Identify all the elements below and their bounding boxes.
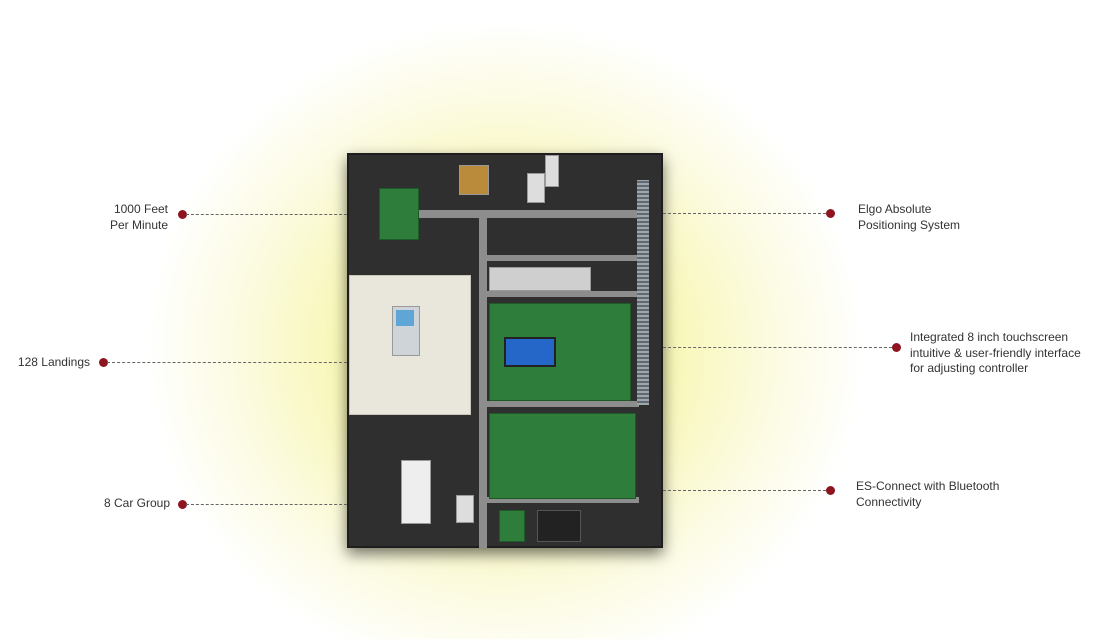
callout-dot bbox=[177, 209, 187, 219]
callout-landings: 128 Landings bbox=[18, 355, 90, 371]
touchscreen bbox=[504, 337, 556, 367]
top-rail bbox=[411, 210, 639, 218]
relay bbox=[456, 495, 474, 523]
circuit-board bbox=[499, 510, 525, 542]
callout-speed: 1000 Feet Per Minute bbox=[110, 202, 168, 233]
rail bbox=[487, 497, 639, 503]
callout-dot bbox=[177, 499, 187, 509]
callout-leader-line bbox=[186, 214, 347, 215]
terminal-strip bbox=[637, 180, 649, 405]
io-board bbox=[489, 413, 636, 499]
elevator-controller-cabinet-image bbox=[347, 153, 663, 548]
callout-car-group: 8 Car Group bbox=[104, 496, 170, 512]
rail bbox=[487, 255, 639, 261]
power-supply bbox=[527, 173, 545, 203]
transformer bbox=[459, 165, 489, 195]
rail bbox=[487, 401, 639, 407]
callout-text: Connectivity bbox=[856, 494, 922, 509]
terminal-block bbox=[537, 510, 581, 542]
power-supply bbox=[545, 155, 559, 187]
callout-leader-line bbox=[186, 504, 347, 505]
callout-leader-line bbox=[663, 490, 826, 491]
callout-text: Positioning System bbox=[858, 217, 961, 232]
callout-dot bbox=[825, 485, 835, 495]
callout-leader-line bbox=[107, 362, 347, 363]
callout-text: Integrated 8 inch touchscreen bbox=[910, 330, 1069, 344]
callout-dot bbox=[98, 357, 108, 367]
circuit-board bbox=[379, 188, 419, 240]
callout-dot bbox=[891, 342, 901, 352]
callout-leader-line bbox=[663, 213, 826, 214]
callout-text: intuitive & user-friendly interface bbox=[910, 345, 1081, 360]
fuse-block bbox=[489, 267, 591, 291]
callout-leader-line bbox=[663, 347, 892, 348]
callout-text: 1000 Feet bbox=[113, 202, 168, 216]
callout-touchscreen: Integrated 8 inch touchscreen intuitive … bbox=[910, 330, 1081, 377]
callout-positioning: Elgo Absolute Positioning System bbox=[858, 202, 960, 233]
callout-text: 8 Car Group bbox=[103, 496, 170, 510]
motor-drive bbox=[349, 275, 471, 415]
contactor bbox=[401, 460, 431, 524]
callout-text: ES-Connect with Bluetooth bbox=[856, 479, 1000, 493]
callout-text: Elgo Absolute bbox=[858, 202, 932, 216]
center-rail bbox=[479, 218, 487, 548]
callout-text: Per Minute bbox=[109, 217, 168, 232]
callout-es-connect: ES-Connect with Bluetooth Connectivity bbox=[856, 479, 999, 510]
callout-text: for adjusting controller bbox=[910, 361, 1029, 375]
callout-dot bbox=[825, 208, 835, 218]
rail bbox=[487, 291, 639, 297]
callout-text: 128 Landings bbox=[17, 355, 90, 369]
